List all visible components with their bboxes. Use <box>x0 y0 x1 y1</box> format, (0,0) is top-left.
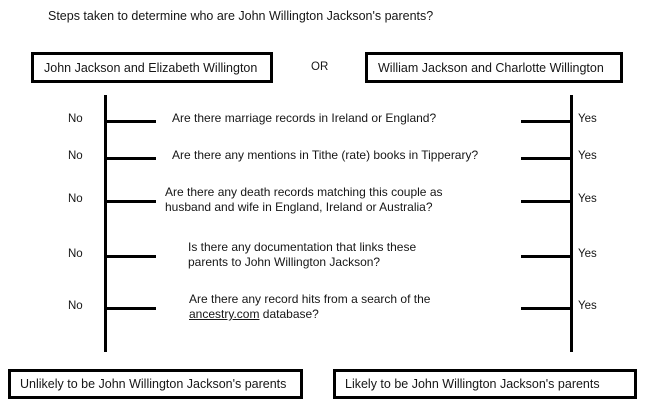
question-5: Are there any record hits from a search … <box>189 292 430 322</box>
tick-left-5 <box>104 307 156 310</box>
spine-line-left <box>104 95 107 352</box>
tick-right-2 <box>521 157 573 160</box>
tick-left-1 <box>104 120 156 123</box>
spine-line-right <box>570 95 573 352</box>
page-title: Steps taken to determine who are John Wi… <box>48 9 434 23</box>
row-1-yes-label: Yes <box>578 113 597 125</box>
tick-right-1 <box>521 120 573 123</box>
question-5-part1: Are there any record hits from a search … <box>189 292 431 306</box>
tick-left-3 <box>104 200 156 203</box>
row-2-no-label: No <box>68 150 83 162</box>
row-2-yes-label: Yes <box>578 150 597 162</box>
candidate-left-label: John Jackson and Elizabeth Willington <box>44 60 258 75</box>
row-3-no-label: No <box>68 193 83 205</box>
row-3-yes-label: Yes <box>578 193 597 205</box>
outcome-left-label: Unlikely to be John Willington Jackson's… <box>20 377 287 391</box>
or-label: OR <box>311 61 329 73</box>
outcome-box-unlikely[interactable]: Unlikely to be John Willington Jackson's… <box>8 369 303 399</box>
row-4-yes-label: Yes <box>578 248 597 260</box>
row-5-no-label: No <box>68 300 83 312</box>
tick-left-4 <box>104 255 156 258</box>
row-1-no-label: No <box>68 113 83 125</box>
tick-right-3 <box>521 200 573 203</box>
outcome-box-likely[interactable]: Likely to be John Willington Jackson's p… <box>333 369 637 399</box>
tick-left-2 <box>104 157 156 160</box>
question-1: Are there marriage records in Ireland or… <box>172 111 437 125</box>
ancestry-link[interactable]: ancestry.com <box>189 307 260 321</box>
row-5-yes-label: Yes <box>578 300 597 312</box>
question-4: Is there any documentation that links th… <box>188 240 417 269</box>
question-2: Are there any mentions in Tithe (rate) b… <box>172 148 479 162</box>
candidate-box-left[interactable]: John Jackson and Elizabeth Willington <box>31 52 273 83</box>
tick-right-5 <box>521 307 573 310</box>
question-3: Are there any death records matching thi… <box>165 185 443 214</box>
outcome-right-label: Likely to be John Willington Jackson's p… <box>345 377 600 391</box>
row-4-no-label: No <box>68 248 83 260</box>
tick-right-4 <box>521 255 573 258</box>
candidate-box-right[interactable]: William Jackson and Charlotte Willington <box>365 52 623 83</box>
candidate-right-label: William Jackson and Charlotte Willington <box>378 60 604 75</box>
question-5-part2: database? <box>259 307 319 321</box>
